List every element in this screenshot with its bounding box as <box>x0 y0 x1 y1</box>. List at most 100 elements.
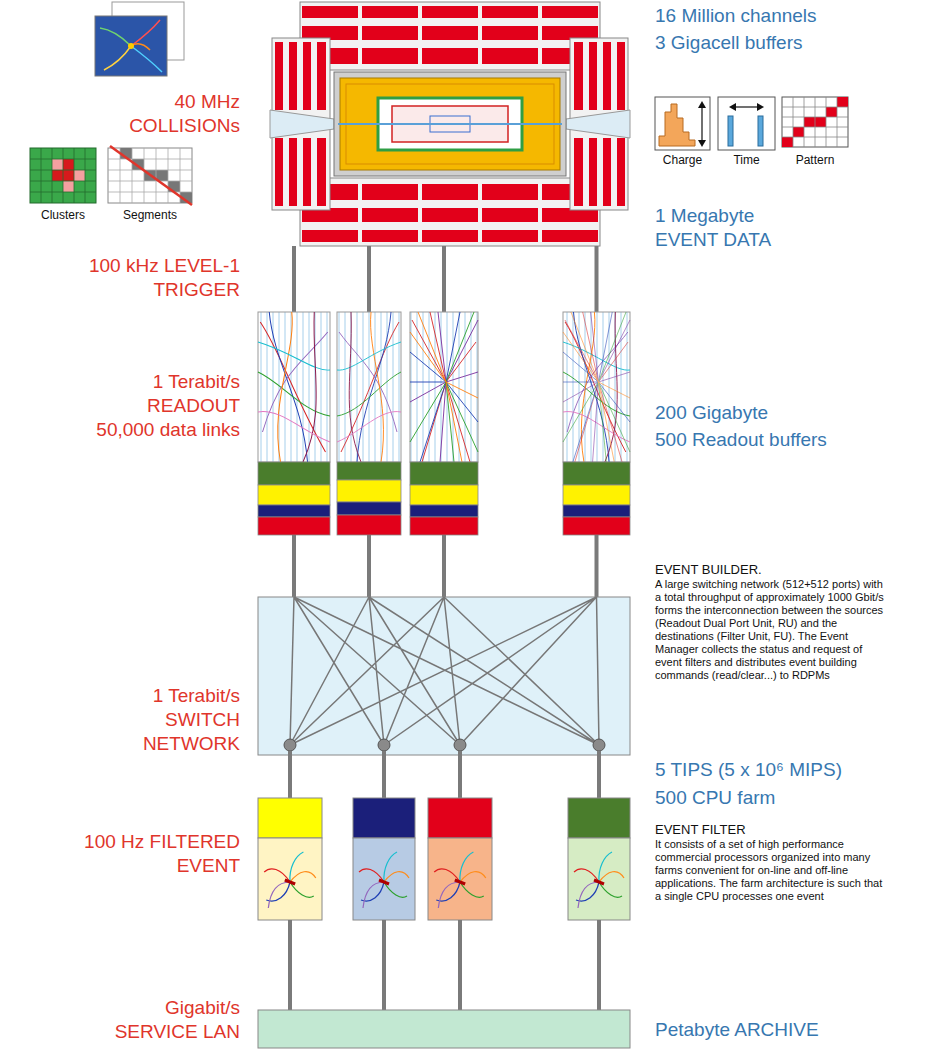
muon-chamber <box>303 42 311 110</box>
switch-port <box>454 739 466 751</box>
rate-label: 1 Terabit/s READOUT 50,000 data links <box>88 370 240 442</box>
arrow-head <box>698 140 706 147</box>
spec-label: 200 Gigabyte <box>655 401 768 425</box>
track-set <box>258 312 330 462</box>
muon-endcap <box>270 38 334 210</box>
section-heading: EVENT FILTER <box>655 822 746 837</box>
buffer-band <box>258 485 330 505</box>
hit-cell <box>793 127 804 137</box>
switch-port <box>378 739 390 751</box>
muon-chamber <box>302 6 358 18</box>
spec-label: Petabyte ARCHIVE <box>655 1018 819 1042</box>
icon-caption: Segments <box>108 208 192 222</box>
readout-column <box>410 312 478 535</box>
hit-cell <box>826 107 837 117</box>
muon-chamber <box>422 26 478 40</box>
rate-label: 100 kHz LEVEL-1 TRIGGER <box>80 254 240 302</box>
grid-lines <box>30 148 96 203</box>
service-lan <box>258 1010 630 1048</box>
data-link <box>294 535 597 597</box>
buffer-band <box>337 515 401 535</box>
forward-cone <box>270 110 334 138</box>
filter-unit <box>353 798 415 920</box>
event-tracks <box>434 852 486 908</box>
event-tracks <box>359 852 409 908</box>
muon-chamber <box>542 6 598 18</box>
spec-label: 5 TIPS (5 x 10⁶ MIPS) <box>655 758 842 782</box>
time-icon <box>718 97 775 150</box>
event-panel <box>428 838 492 920</box>
muon-barrel <box>300 178 600 246</box>
muon-chamber <box>422 48 478 64</box>
muon-yoke <box>300 2 600 70</box>
rate-label: 1 Terabit/s SWITCH NETWORK <box>132 684 240 756</box>
buffer-band <box>563 485 630 505</box>
buffer-band <box>258 505 330 517</box>
filter-unit <box>258 798 322 920</box>
buffer-band <box>337 462 401 480</box>
hit-cell <box>837 97 848 107</box>
beam-pipe <box>338 123 562 125</box>
readout-display <box>337 312 401 462</box>
description-text: A large switching network (512+512 ports… <box>655 578 890 682</box>
buffer-band <box>563 517 630 535</box>
icon-caption: Clusters <box>30 208 96 222</box>
muon-chamber <box>317 138 326 206</box>
track-set <box>563 312 630 462</box>
event-panel <box>353 838 415 920</box>
charge-histogram <box>659 104 695 146</box>
vertex <box>128 43 134 49</box>
track <box>100 28 131 46</box>
event-panel <box>258 838 322 920</box>
display-card <box>95 16 167 76</box>
switch-port <box>284 739 296 751</box>
hit-cell <box>804 117 815 127</box>
track-set <box>410 312 478 462</box>
muon-barrel <box>300 2 600 70</box>
buffer-band <box>410 462 478 485</box>
track-set <box>337 312 401 462</box>
readout-display <box>410 312 478 462</box>
switch-box <box>258 597 630 755</box>
muon-chamber <box>275 42 283 110</box>
buffer-band <box>337 502 401 515</box>
cpu-box <box>428 798 492 838</box>
time-pulse <box>728 116 733 146</box>
rate-label: Gigabit/s SERVICE LAN <box>108 996 240 1044</box>
icon-caption: Charge <box>655 153 710 167</box>
muon-endcap <box>566 38 630 210</box>
spec-label: 3 Gigacell buffers <box>655 31 803 55</box>
hit-cell <box>52 170 63 181</box>
pattern-icon <box>782 97 848 147</box>
hit-cell <box>63 181 74 192</box>
hit-cell <box>52 159 63 170</box>
filter-unit <box>568 798 630 920</box>
magnet-coil <box>334 72 566 176</box>
arrow-head <box>729 103 736 111</box>
icon-frame <box>718 97 775 150</box>
buffer-band <box>410 505 478 517</box>
section-heading: EVENT BUILDER. <box>655 562 762 577</box>
track <box>131 46 162 72</box>
readout-column <box>563 312 630 535</box>
hit-cell <box>63 159 74 170</box>
spec-label: 500 CPU farm <box>655 786 775 810</box>
rate-label: 100 Hz FILTERED EVENT <box>75 830 240 878</box>
readout-display <box>563 312 630 462</box>
readout-column <box>337 312 401 535</box>
arrow-head <box>757 103 764 111</box>
buffer-band <box>258 517 330 535</box>
buffer-band <box>563 505 630 517</box>
muon-chamber <box>482 48 538 64</box>
segments-grid <box>108 146 192 205</box>
event-panel <box>568 838 630 920</box>
hit-cell <box>74 170 85 181</box>
spec-label: 1 Megabyte EVENT DATA <box>655 204 790 252</box>
buffer-band <box>410 485 478 505</box>
readout-column <box>258 312 330 535</box>
buffer-band <box>563 462 630 485</box>
muon-chamber <box>362 26 418 40</box>
readout-display <box>258 312 330 462</box>
arrow-shaft <box>701 106 702 142</box>
